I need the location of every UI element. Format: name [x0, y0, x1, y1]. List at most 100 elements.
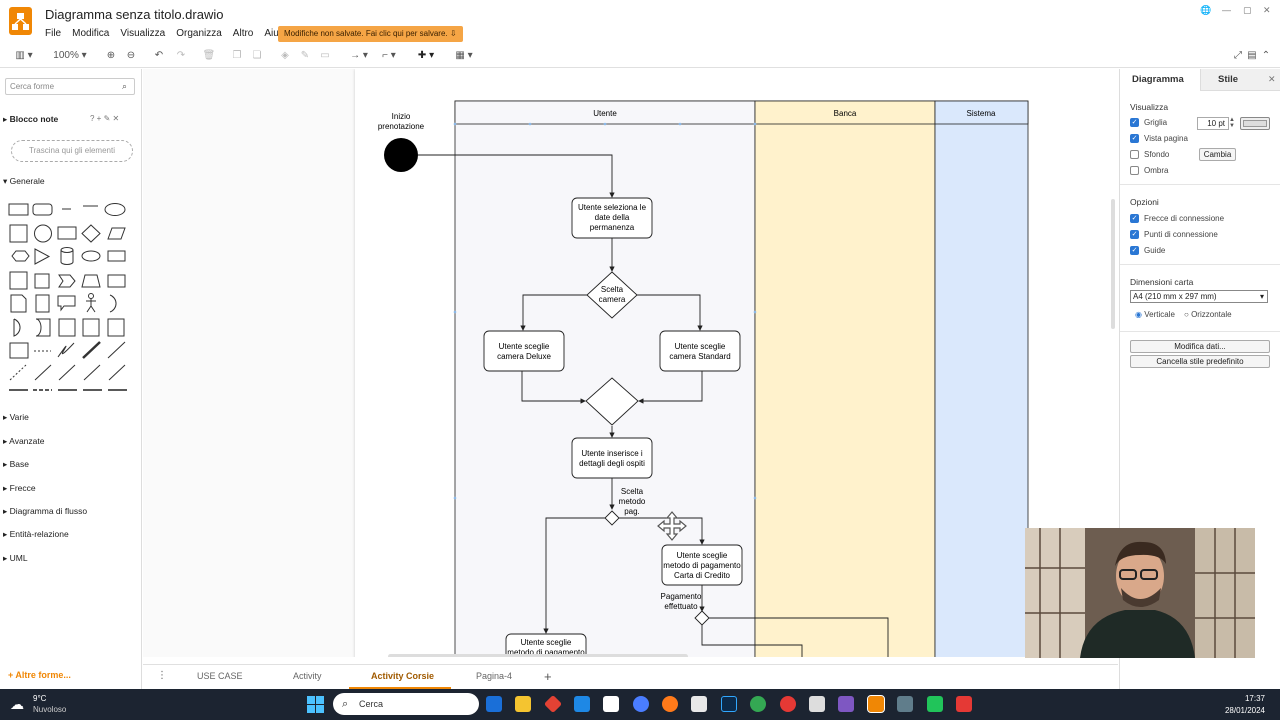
photoshop-icon[interactable] [721, 696, 737, 712]
grid-color-button[interactable] [1240, 117, 1270, 130]
close-window-icon[interactable]: ✕ [1263, 5, 1271, 15]
page-view-checkbox[interactable]: ✓Vista pagina [1130, 134, 1188, 143]
category-avanzate[interactable]: ▸ Avanzate [3, 436, 45, 446]
unity-hub-icon[interactable] [809, 696, 825, 712]
vertical-scrollbar[interactable] [1111, 199, 1115, 329]
table-icon[interactable]: ▦ ▾ [455, 50, 473, 61]
category-base[interactable]: ▸ Base [3, 459, 30, 469]
grid-size-input[interactable]: 10 pt [1197, 117, 1229, 130]
insert-icon[interactable]: ✚ ▾ [417, 50, 435, 61]
menu-altro[interactable]: Altro [232, 28, 254, 39]
edit-data-button[interactable]: Modifica dati... [1130, 340, 1270, 353]
category-varie[interactable]: ▸ Varie [3, 412, 29, 422]
node-deluxe[interactable] [483, 330, 565, 372]
page-tab-activity[interactable]: Activity [293, 671, 322, 681]
page-tab-pagina-4[interactable]: Pagina-4 [476, 671, 513, 681]
panel-toggle-icon[interactable]: ▥ ▾ [15, 50, 33, 61]
zoom-in-icon[interactable]: ⊕ [106, 50, 116, 61]
scratchpad-drop-zone[interactable]: Trascina qui gli elementi [11, 140, 133, 162]
menu-organizza[interactable]: Organizza [176, 28, 222, 39]
typora-app-icon[interactable] [603, 696, 619, 712]
node-credit-card[interactable] [661, 544, 743, 586]
delete-icon[interactable]: 🗑 [202, 50, 216, 61]
camtasia-icon[interactable] [927, 696, 943, 712]
diagram-canvas[interactable]: Utente Banca Sistema Inizio prenotazione [143, 69, 1118, 657]
portrait-radio[interactable]: ◉ Verticale [1135, 310, 1175, 319]
waypoints-icon[interactable]: ⌐ ▾ [382, 50, 396, 61]
close-panel-icon[interactable]: ✕ [1268, 74, 1276, 84]
lane-sistema[interactable] [934, 100, 1029, 657]
activity-diagram[interactable]: Utente Banca Sistema Inizio prenotazione [355, 69, 1118, 657]
taskbar-search-input[interactable]: ⌕Cerca [333, 693, 479, 715]
document-title[interactable]: Diagramma senza titolo.drawio [45, 7, 224, 22]
connection-style-icon[interactable]: → ▾ [350, 50, 368, 61]
shadow-icon[interactable]: ▭ [320, 50, 330, 61]
paper-size-select[interactable]: A4 (210 mm x 297 mm)▾ [1130, 290, 1268, 303]
windows-start-icon[interactable] [307, 696, 324, 713]
category-er[interactable]: ▸ Entità-relazione [3, 529, 69, 539]
connection-points-checkbox[interactable]: ✓Punti di connessione [1130, 230, 1218, 239]
grid-size-stepper-icon[interactable]: ▲▼ [1229, 117, 1235, 129]
horizontal-scrollbar[interactable] [388, 654, 688, 657]
lane-banca[interactable] [754, 100, 936, 657]
redo-icon[interactable]: ↷ [176, 50, 186, 61]
background-checkbox[interactable]: Sfondo [1130, 150, 1169, 159]
tab-stile[interactable] [1200, 69, 1280, 91]
menu-file[interactable]: File [45, 28, 62, 39]
media-player-icon[interactable] [780, 696, 796, 712]
undo-icon[interactable]: ↶ [154, 50, 164, 61]
guides-checkbox[interactable]: ✓Guide [1130, 246, 1166, 255]
format-panel-icon[interactable]: ▤ [1247, 50, 1257, 61]
zoom-select[interactable]: 100% ▾ [53, 50, 87, 61]
game-app-icon[interactable] [838, 696, 854, 712]
chrome-icon[interactable] [750, 696, 766, 712]
shadow-checkbox[interactable]: Ombra [1130, 166, 1168, 175]
node-payment-done[interactable] [694, 610, 710, 626]
category-uml[interactable]: ▸ UML [3, 553, 28, 563]
file-explorer-icon[interactable] [515, 696, 531, 712]
node-pay-choice[interactable] [604, 510, 620, 526]
app-blue-icon[interactable] [574, 696, 590, 712]
zoom-app-icon[interactable] [633, 696, 649, 712]
recorder-icon[interactable] [956, 696, 972, 712]
page-tab-activity-corsie[interactable]: Activity Corsie [371, 671, 435, 681]
search-icon[interactable]: ⌕ [122, 81, 128, 91]
scratchpad-header[interactable]: ▸ Blocco note [3, 114, 59, 124]
zoom-out-icon[interactable]: ⊖ [126, 50, 136, 61]
line-color-icon[interactable]: ✎ [300, 50, 310, 61]
category-flowchart[interactable]: ▸ Diagramma di flusso [3, 506, 88, 516]
to-back-icon[interactable]: ❏ [252, 50, 262, 61]
shape-search-input[interactable]: Cerca forme [5, 78, 135, 95]
general-shapes-grid[interactable] [6, 200, 136, 396]
drawio-taskbar-icon[interactable] [867, 695, 885, 713]
clear-default-style-button[interactable]: Cancella stile predefinito [1130, 355, 1270, 368]
general-header[interactable]: ▾ Generale [3, 176, 45, 186]
app-red-icon[interactable] [543, 694, 563, 714]
page-tab-use-case[interactable]: USE CASE [197, 671, 243, 681]
to-front-icon[interactable]: ❐ [232, 50, 242, 61]
connection-arrows-checkbox[interactable]: ✓Frecce di connessione [1130, 214, 1225, 223]
globe-icon[interactable]: 🌐 [1200, 5, 1212, 15]
landscape-radio[interactable]: ○ Orizzontale [1184, 310, 1232, 319]
teams-app-icon[interactable] [486, 696, 502, 712]
pages-menu-icon[interactable]: ⋮ [157, 670, 167, 681]
node-guests[interactable] [571, 437, 653, 479]
firefox-icon[interactable] [662, 696, 678, 712]
taskbar-time[interactable]: 17:37 [1244, 694, 1265, 703]
node-standard[interactable] [659, 330, 741, 372]
fullscreen-icon[interactable]: ⤢ [1234, 50, 1242, 61]
collapse-icon[interactable]: ⌃ [1261, 50, 1271, 61]
unsaved-changes-button[interactable]: Modifiche non salvate. Fai clic qui per … [278, 26, 463, 42]
tab-diagramma[interactable] [1120, 69, 1200, 91]
category-frecce[interactable]: ▸ Frecce [3, 483, 36, 493]
menu-visualizza[interactable]: Visualizza [120, 28, 166, 39]
fill-color-icon[interactable]: ◈ [281, 50, 289, 61]
grid-checkbox[interactable]: ✓Griglia [1130, 118, 1168, 127]
minimize-icon[interactable]: — [1222, 5, 1231, 15]
node-merge[interactable] [585, 377, 639, 426]
start-node[interactable] [384, 138, 418, 172]
menu-modifica[interactable]: Modifica [72, 28, 110, 39]
more-shapes-button[interactable]: + Altre forme... [8, 670, 71, 680]
menu-aiuto[interactable]: Aiuto [264, 28, 288, 39]
unity-icon[interactable] [691, 696, 707, 712]
